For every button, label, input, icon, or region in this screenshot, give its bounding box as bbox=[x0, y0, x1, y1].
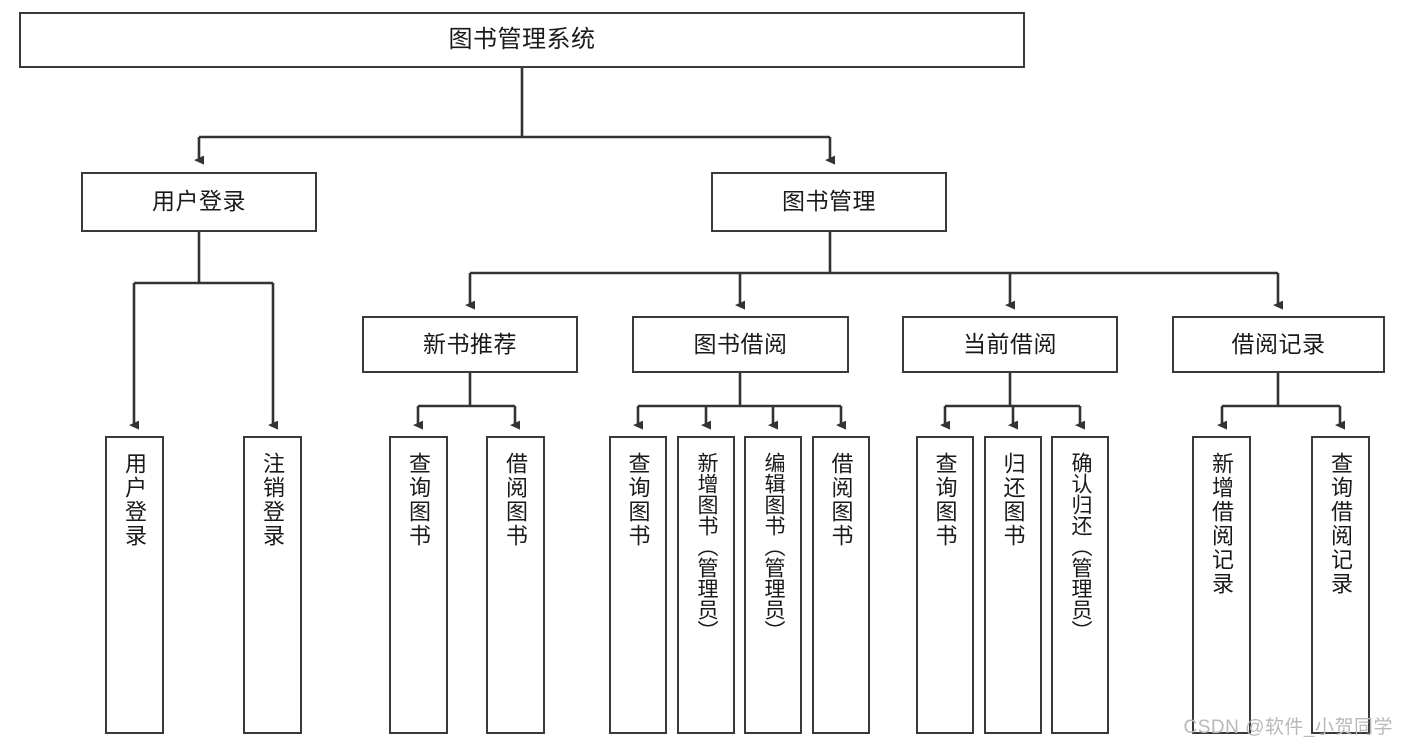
node-label: 图书借阅 bbox=[693, 330, 788, 357]
node-label: 新增借阅记录 bbox=[1209, 452, 1235, 596]
node-leaf-user-login[interactable]: 用户登录 bbox=[105, 436, 164, 734]
node-root-system[interactable]: 图书管理系统 bbox=[19, 12, 1025, 68]
node-leaf-return-book[interactable]: 归还图书 bbox=[984, 436, 1042, 734]
node-label: 图书管理 bbox=[782, 188, 876, 215]
node-leaf-confirm-return[interactable]: 确认归还（管理员） bbox=[1051, 436, 1109, 734]
node-leaf-logout-login[interactable]: 注销登录 bbox=[243, 436, 302, 734]
node-label: 查询图书 bbox=[932, 452, 958, 548]
node-new-book-recommend[interactable]: 新书推荐 bbox=[362, 316, 578, 373]
node-label: 用户登录 bbox=[152, 188, 246, 215]
node-leaf-query-record[interactable]: 查询借阅记录 bbox=[1311, 436, 1370, 734]
node-label: 查询图书 bbox=[625, 452, 651, 548]
node-leaf-add-book[interactable]: 新增图书（管理员） bbox=[677, 436, 735, 734]
node-leaf-query-book-2[interactable]: 查询图书 bbox=[609, 436, 667, 734]
node-label: 归还图书 bbox=[1000, 452, 1026, 548]
node-leaf-query-book-1[interactable]: 查询图书 bbox=[389, 436, 448, 734]
node-label: 确认归还（管理员） bbox=[1069, 452, 1093, 641]
node-label: 新书推荐 bbox=[423, 330, 517, 357]
node-label: 图书管理系统 bbox=[448, 25, 596, 53]
node-label: 新增图书（管理员） bbox=[695, 452, 719, 641]
node-leaf-borrow-book-2[interactable]: 借阅图书 bbox=[812, 436, 870, 734]
node-label: 当前借阅 bbox=[963, 330, 1057, 357]
node-label: 用户登录 bbox=[122, 452, 148, 548]
node-label: 借阅记录 bbox=[1231, 330, 1326, 357]
node-user-login[interactable]: 用户登录 bbox=[81, 172, 317, 232]
node-label: 注销登录 bbox=[260, 452, 286, 548]
node-book-manage[interactable]: 图书管理 bbox=[711, 172, 947, 232]
node-label: 借阅图书 bbox=[503, 452, 529, 548]
node-label: 编辑图书（管理员） bbox=[762, 452, 786, 641]
csdn-watermark: CSDN @软件_小贺同学 bbox=[1183, 717, 1393, 738]
node-book-borrow[interactable]: 图书借阅 bbox=[632, 316, 849, 373]
node-borrow-record[interactable]: 借阅记录 bbox=[1172, 316, 1385, 373]
node-label: 查询借阅记录 bbox=[1328, 452, 1354, 596]
node-leaf-query-book-3[interactable]: 查询图书 bbox=[916, 436, 974, 734]
node-label: 借阅图书 bbox=[828, 452, 854, 548]
node-current-borrow[interactable]: 当前借阅 bbox=[902, 316, 1118, 373]
node-label: 查询图书 bbox=[406, 452, 432, 548]
node-leaf-add-record[interactable]: 新增借阅记录 bbox=[1192, 436, 1251, 734]
node-leaf-edit-book[interactable]: 编辑图书（管理员） bbox=[744, 436, 802, 734]
node-leaf-borrow-book-1[interactable]: 借阅图书 bbox=[486, 436, 545, 734]
